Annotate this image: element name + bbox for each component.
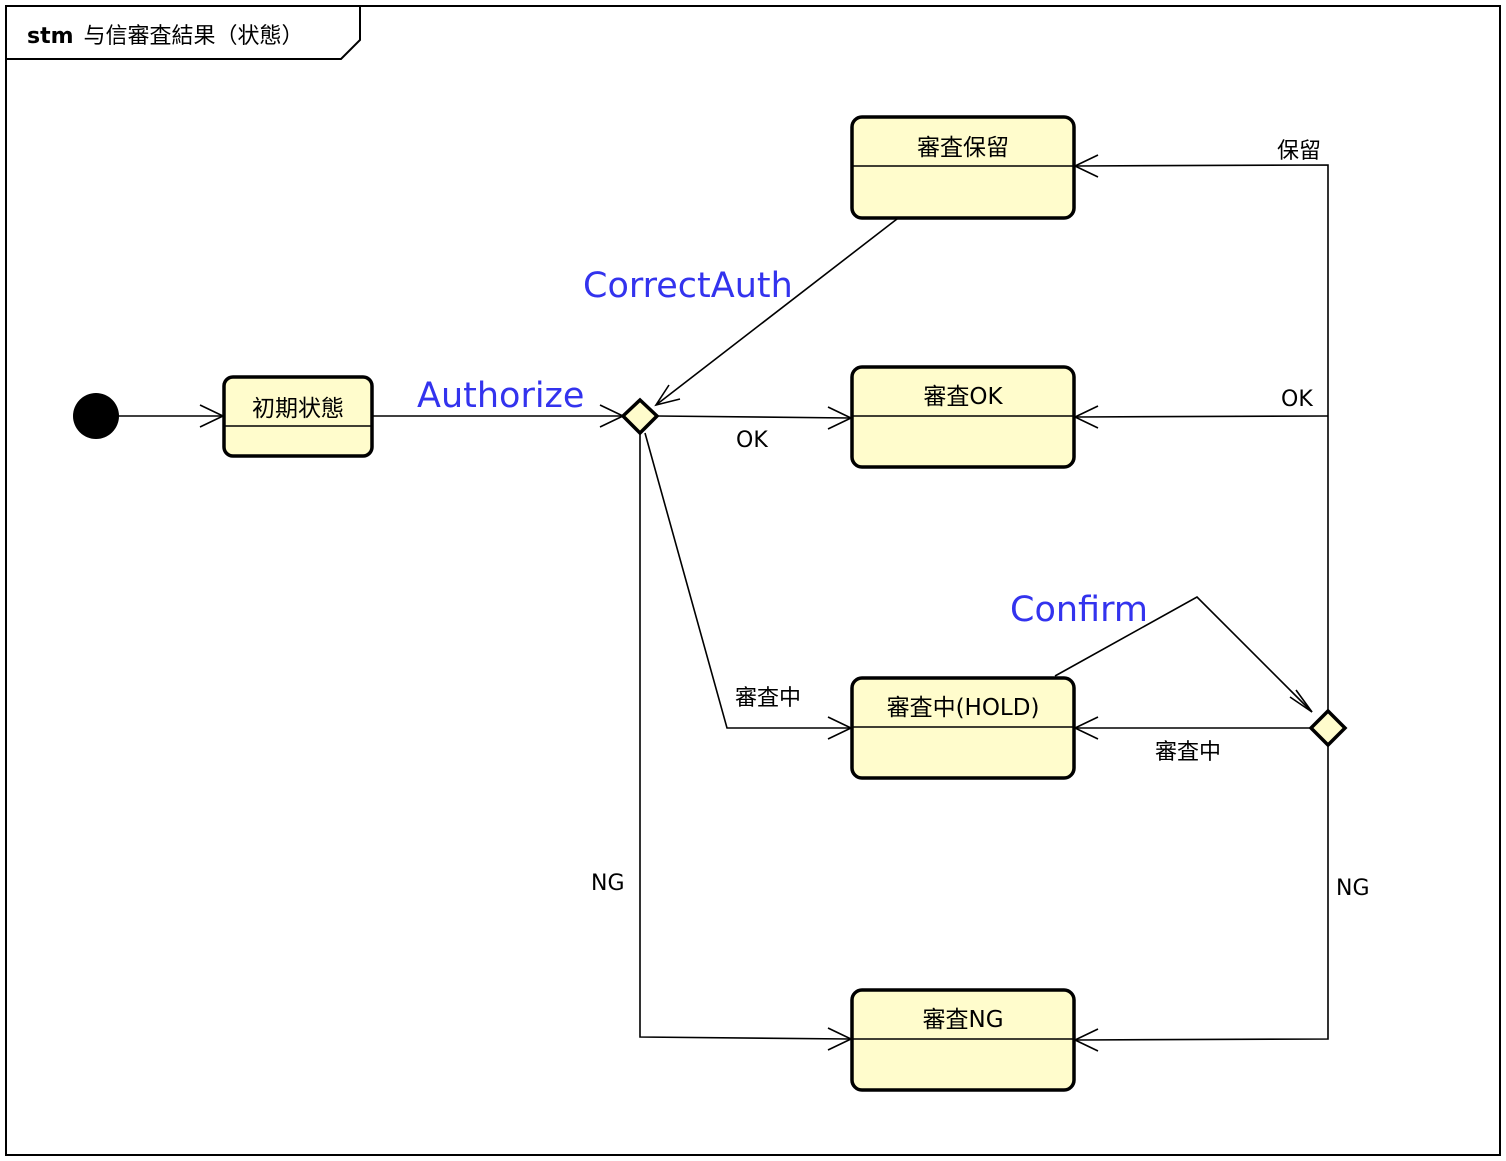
diagram-frame [5,5,1501,1156]
guard-ok-right-label: OK [1281,387,1313,412]
transition-in-review-left [644,432,850,729]
state-initial-label: 初期状態 [252,396,344,422]
state-ng-label: 審査NG [922,1007,1003,1033]
trigger-confirm-label: Confirm [1010,590,1148,630]
frame-kind-label: stm [27,24,74,49]
initial-pseudostate [73,393,119,439]
state-in-review-label: 審査中(HOLD) [887,695,1040,721]
guard-in-review-right-label: 審査中 [1155,740,1221,765]
state-ng-box [850,988,1076,1092]
state-ng: 審査NG [850,988,1076,1092]
choice-node-authorize [620,397,660,436]
guard-ng-left-label: NG [591,871,625,896]
state-in-review-box [850,676,1076,780]
transition-ng-right [1075,745,1329,1041]
state-ok: 審査OK [850,365,1076,469]
guard-ng-right-label: NG [1336,876,1370,901]
trigger-authorize-label: Authorize [417,376,584,416]
transition-correct-auth [655,218,898,406]
frame-name-tab [5,5,361,60]
state-in-review: 審査中(HOLD) [850,676,1076,780]
transition-confirm [1054,596,1313,713]
guard-hold-right-label: 保留 [1277,139,1321,164]
state-ok-label: 審査OK [923,384,1003,410]
trigger-correct-auth-label: CorrectAuth [583,266,793,306]
transition-ok-left [656,415,851,419]
arrowhead-confirm [1289,689,1313,713]
frame-title: stm 与信審査結果（状態） [27,24,304,49]
state-initial: 初期状態 [222,375,374,458]
state-hold: 審査保留 [850,115,1076,220]
state-hold-label: 審査保留 [917,135,1009,161]
guard-in-review-left-label: 審査中 [735,686,801,711]
state-ok-box [850,365,1076,469]
state-initial-box [222,375,374,458]
frame-name-label: 与信審査結果（状態） [84,24,304,49]
transitions [118,154,1329,1052]
choice-node-confirm [1308,708,1348,748]
transition-ng-left [639,433,851,1040]
arrowhead-correct-auth [654,384,681,407]
transition-hold-right [1075,164,1329,711]
transition-ok-right [1075,415,1329,418]
state-hold-box [850,115,1076,220]
guard-ok-left-label: OK [736,428,768,453]
